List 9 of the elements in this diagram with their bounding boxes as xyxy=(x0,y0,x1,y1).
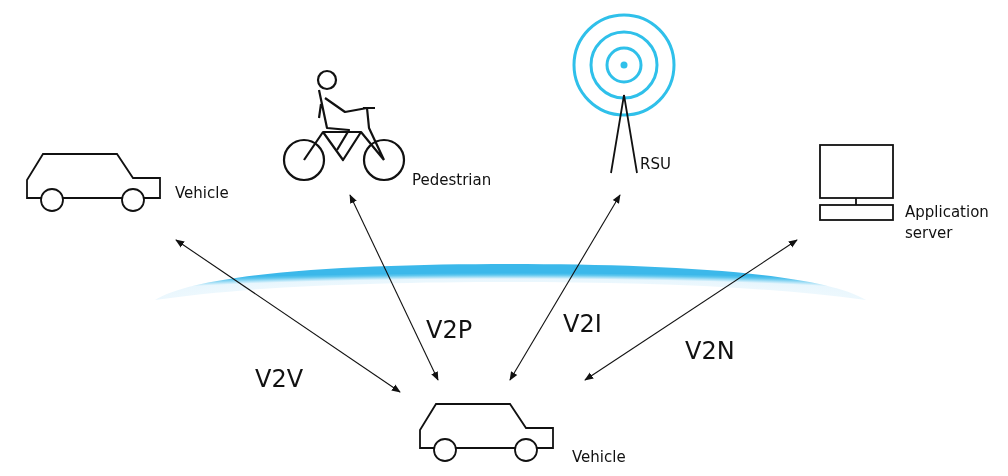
double-headed-arrow xyxy=(175,239,401,393)
double-headed-arrow xyxy=(509,194,621,381)
node-label: RSU xyxy=(640,154,672,175)
double-headed-arrow xyxy=(349,194,439,381)
double-headed-arrow xyxy=(584,239,798,381)
node-label: Application server xyxy=(905,202,990,244)
node-label: Vehicle xyxy=(572,447,627,468)
node-label: Vehicle xyxy=(175,183,230,204)
node-label: Pedestrian xyxy=(412,170,493,191)
